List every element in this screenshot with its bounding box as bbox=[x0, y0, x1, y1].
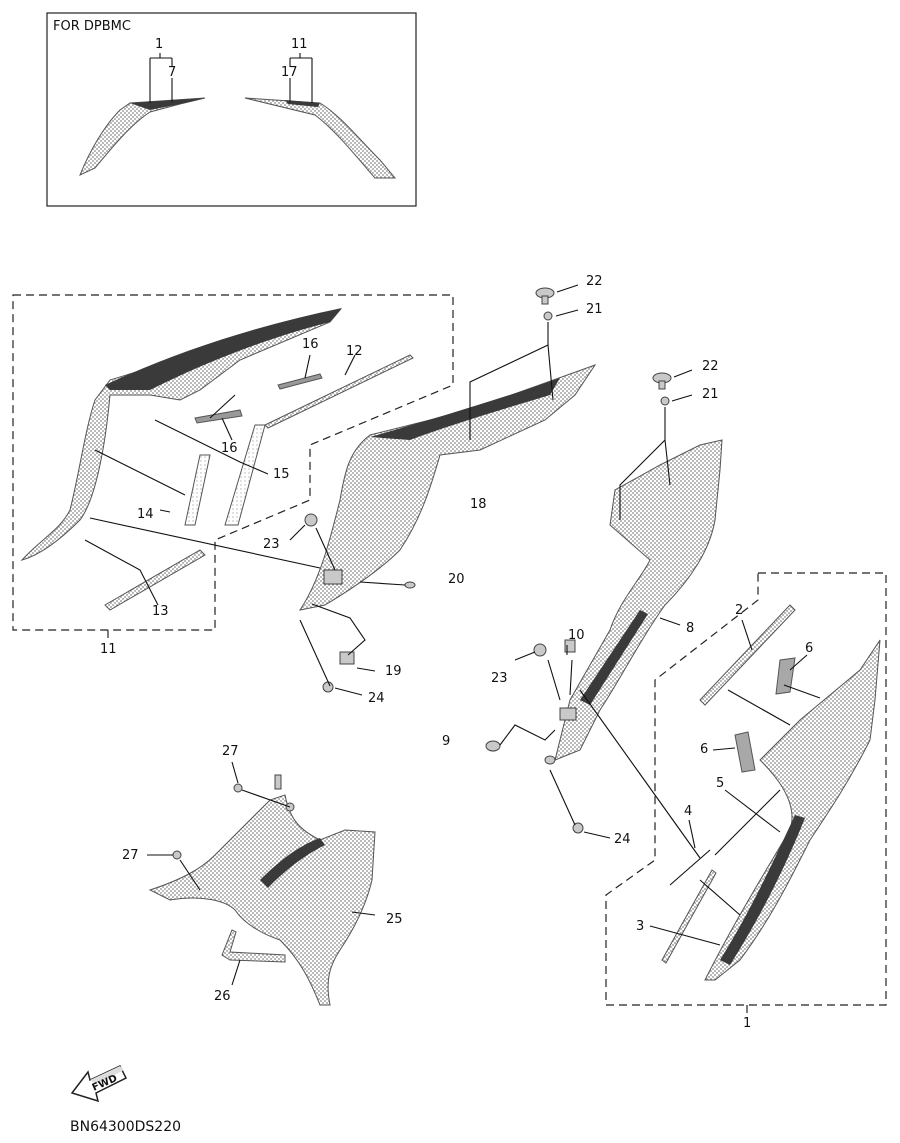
clip-10 bbox=[564, 639, 576, 653]
screw-22-a-shank bbox=[541, 295, 549, 305]
clip-20 bbox=[404, 581, 416, 589]
right-panel-assembly bbox=[485, 369, 723, 859]
callout-22: 22 bbox=[702, 359, 719, 374]
callout-23: 23 bbox=[491, 671, 508, 686]
inset-right-trim bbox=[285, 100, 320, 107]
callout-6: 6 bbox=[700, 742, 708, 757]
bracket-20 bbox=[323, 569, 343, 585]
diagram-code: BN64300DS220 bbox=[70, 1119, 181, 1135]
bracket-top bbox=[274, 774, 282, 790]
callout-26: 26 bbox=[214, 989, 231, 1004]
callout-3: 3 bbox=[636, 919, 644, 934]
bracket-9-mount bbox=[559, 707, 577, 721]
inset-label-7: 7 bbox=[168, 65, 176, 80]
tape-16-b bbox=[194, 409, 243, 424]
strip-2 bbox=[699, 604, 796, 706]
strip-26 bbox=[221, 929, 286, 963]
inset-label-1: 1 bbox=[155, 37, 163, 52]
callout-27: 27 bbox=[222, 744, 239, 759]
inset-left-trim bbox=[130, 98, 205, 110]
callout-10: 10 bbox=[568, 628, 585, 643]
screw-22-b-shank bbox=[658, 380, 666, 390]
panel-15 bbox=[224, 424, 266, 526]
callout-1: 1 bbox=[743, 1016, 751, 1031]
callout-21: 21 bbox=[586, 302, 603, 317]
nut-19 bbox=[339, 651, 355, 665]
callout-12: 12 bbox=[346, 344, 363, 359]
tape-16-a bbox=[277, 373, 323, 390]
side-cover-11-top-trim bbox=[105, 308, 342, 390]
callout-18: 18 bbox=[470, 497, 487, 512]
callout-21: 21 bbox=[702, 387, 719, 402]
callout-13: 13 bbox=[152, 604, 169, 619]
center-cover-assembly bbox=[289, 284, 597, 696]
strip-3 bbox=[661, 869, 717, 964]
side-cover-11 bbox=[20, 309, 342, 561]
callout-11: 11 bbox=[100, 642, 117, 657]
screw-24-a bbox=[322, 681, 334, 693]
group-1 bbox=[605, 572, 887, 1013]
grommet-lower bbox=[544, 755, 556, 765]
screw-23-a bbox=[304, 513, 318, 527]
lower-cover-assembly bbox=[147, 761, 376, 1006]
callout-19: 19 bbox=[385, 664, 402, 679]
callout-15: 15 bbox=[273, 467, 290, 482]
tape-6-a bbox=[775, 657, 796, 695]
screw-27-b bbox=[172, 850, 182, 860]
inset-label-11: 11 bbox=[291, 37, 308, 52]
grommet-9 bbox=[485, 740, 501, 752]
callout-16: 16 bbox=[302, 337, 319, 352]
forward-arrow-icon: FWD bbox=[70, 1065, 128, 1103]
callout-labels: 22 21 16 12 22 21 16 15 18 14 23 20 13 1… bbox=[100, 274, 813, 1031]
callout-14: 14 bbox=[137, 507, 154, 522]
callout-6: 6 bbox=[805, 641, 813, 656]
callout-4: 4 bbox=[684, 804, 692, 819]
callout-27: 27 bbox=[122, 848, 139, 863]
trim-strip-12 bbox=[264, 354, 414, 429]
inset-panel: FOR DPBMC 1 7 11 17 bbox=[46, 12, 417, 207]
collar-21-a bbox=[543, 311, 553, 321]
callout-2: 2 bbox=[735, 603, 743, 618]
side-cover-1-trim bbox=[720, 815, 805, 965]
screw-23-b bbox=[533, 643, 547, 657]
tape-6-b bbox=[734, 731, 756, 773]
screw-24-b bbox=[572, 822, 584, 834]
panel-14 bbox=[184, 454, 211, 526]
callout-22: 22 bbox=[586, 274, 603, 289]
center-cover-18-trim bbox=[370, 378, 560, 440]
callout-25: 25 bbox=[386, 912, 403, 927]
screw-27-a bbox=[233, 783, 243, 793]
callout-24: 24 bbox=[368, 691, 385, 706]
lower-cover-25 bbox=[148, 794, 376, 1006]
side-panel-8 bbox=[554, 439, 723, 761]
inset-right-cover bbox=[244, 97, 397, 179]
center-cover-18 bbox=[298, 364, 597, 611]
side-cover-1 bbox=[704, 639, 881, 981]
callout-8: 8 bbox=[686, 621, 694, 636]
inset-left-cover bbox=[79, 97, 206, 176]
callout-24: 24 bbox=[614, 832, 631, 847]
lower-cover-25-edge bbox=[260, 838, 325, 888]
inset-title: FOR DPBMC bbox=[53, 19, 131, 34]
callout-16: 16 bbox=[221, 441, 238, 456]
inset-label-17: 17 bbox=[281, 65, 298, 80]
strip-13 bbox=[104, 549, 206, 611]
side-panel-8-edge bbox=[580, 610, 648, 705]
callout-23: 23 bbox=[263, 537, 280, 552]
callout-20: 20 bbox=[448, 572, 465, 587]
collar-21-b bbox=[660, 396, 670, 406]
callout-9: 9 bbox=[442, 734, 450, 749]
group-11 bbox=[12, 294, 454, 638]
callout-5: 5 bbox=[716, 776, 724, 791]
